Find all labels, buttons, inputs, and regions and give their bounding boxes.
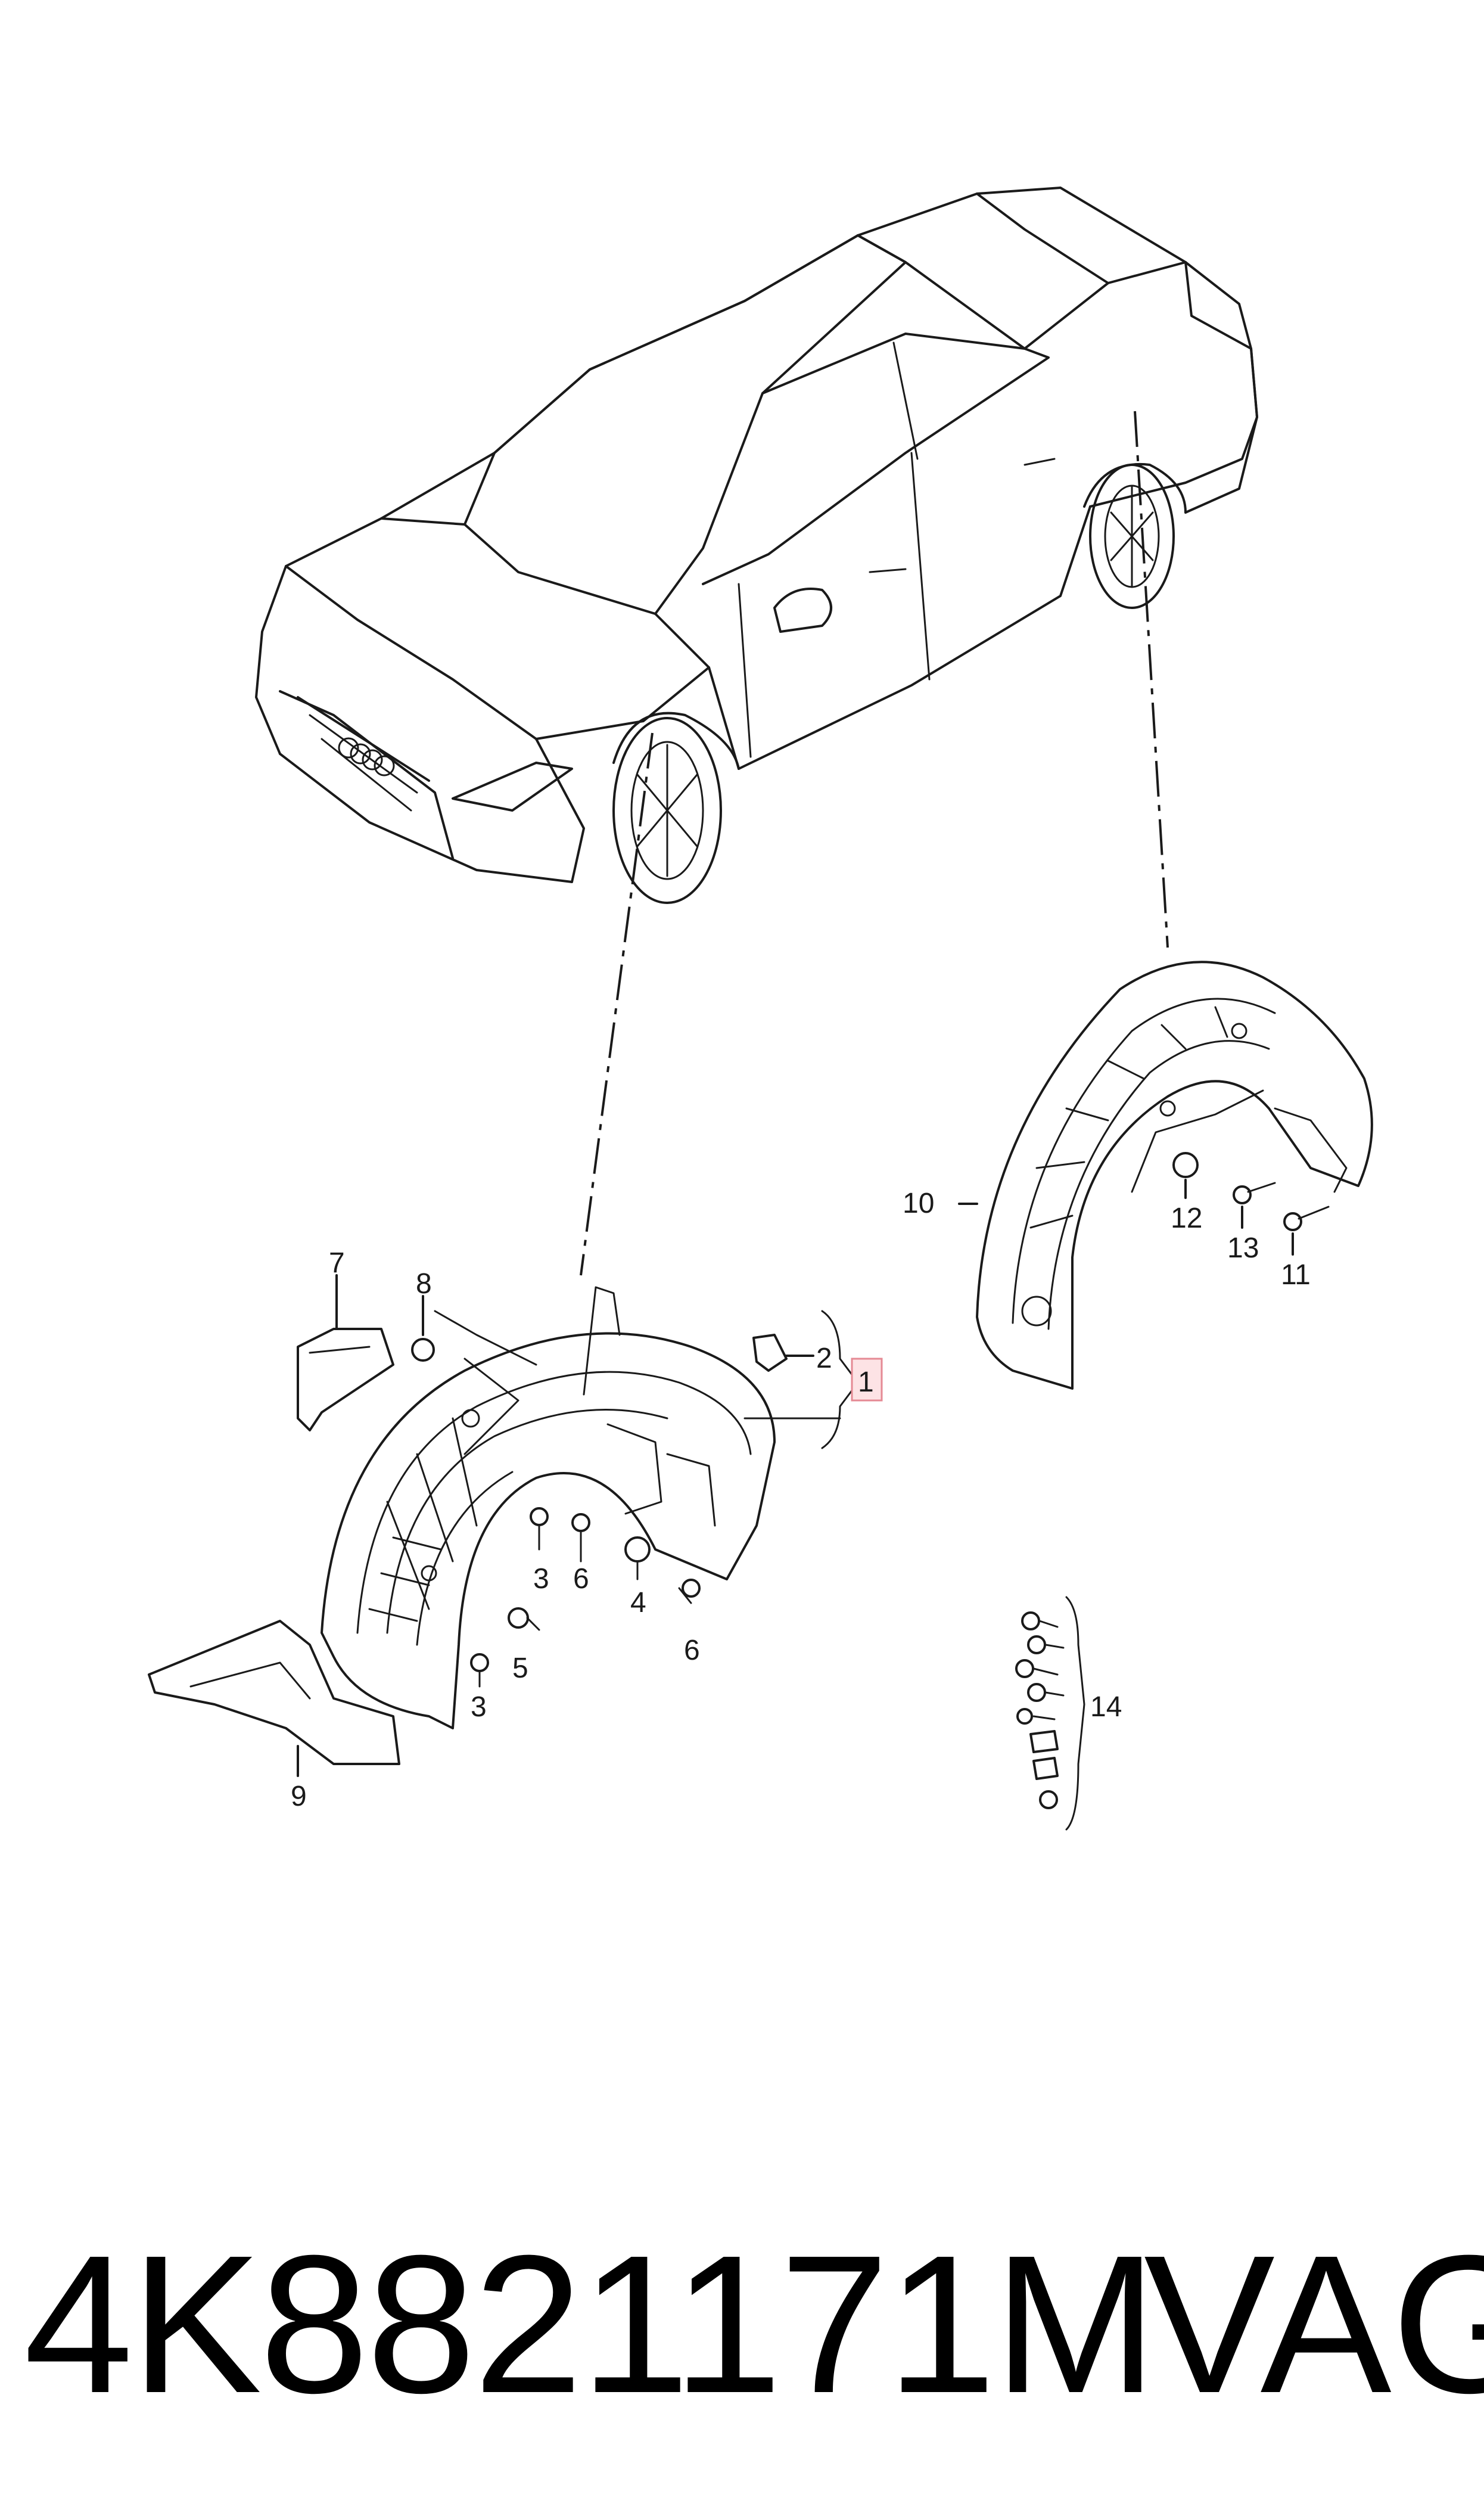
bracket-part-7	[297, 1274, 394, 1431]
rear-wheel-housing-liner	[958, 961, 1373, 1390]
callout-3a: 3	[533, 1563, 549, 1595]
lower-cover-part-9	[148, 1620, 400, 1777]
callout-4: 4	[630, 1587, 646, 1619]
fastener-kit-part-14	[1015, 1596, 1085, 1831]
callout-1: 1	[858, 1366, 874, 1398]
car-illustration	[255, 187, 1258, 904]
clip-part-2	[752, 1334, 814, 1372]
rear-leader-line	[1134, 411, 1169, 948]
callout-13: 13	[1227, 1232, 1259, 1264]
front-wheel-housing-liner	[321, 1286, 776, 1729]
callout-6a: 6	[573, 1563, 589, 1595]
callout-3b: 3	[471, 1691, 487, 1723]
fasteners-front	[470, 1507, 701, 1688]
callout-11: 11	[1281, 1259, 1311, 1291]
callout-5: 5	[512, 1653, 528, 1684]
part-number: 4K8821171M	[24, 2214, 1158, 2434]
callout-8: 8	[416, 1268, 432, 1300]
footer: 4K8821171M VAG	[0, 2205, 1484, 2443]
callout-6b: 6	[684, 1635, 700, 1666]
callout-labels: 1 2 3 4 5 6 7 8 9 10 11 12 13 14 3 6	[291, 1188, 1311, 1812]
callout-10: 10	[903, 1188, 934, 1219]
front-leader-line	[580, 732, 654, 1276]
fasteners-rear	[1172, 1152, 1330, 1256]
callout-14: 14	[1090, 1691, 1122, 1723]
callout-9: 9	[291, 1781, 307, 1812]
callout-12: 12	[1171, 1203, 1202, 1234]
callout-2: 2	[816, 1343, 832, 1374]
brand: VAG	[1144, 2214, 1484, 2434]
nut-part-8	[411, 1295, 435, 1362]
callout-7: 7	[329, 1247, 345, 1279]
callout-1-highlight	[851, 1358, 883, 1402]
